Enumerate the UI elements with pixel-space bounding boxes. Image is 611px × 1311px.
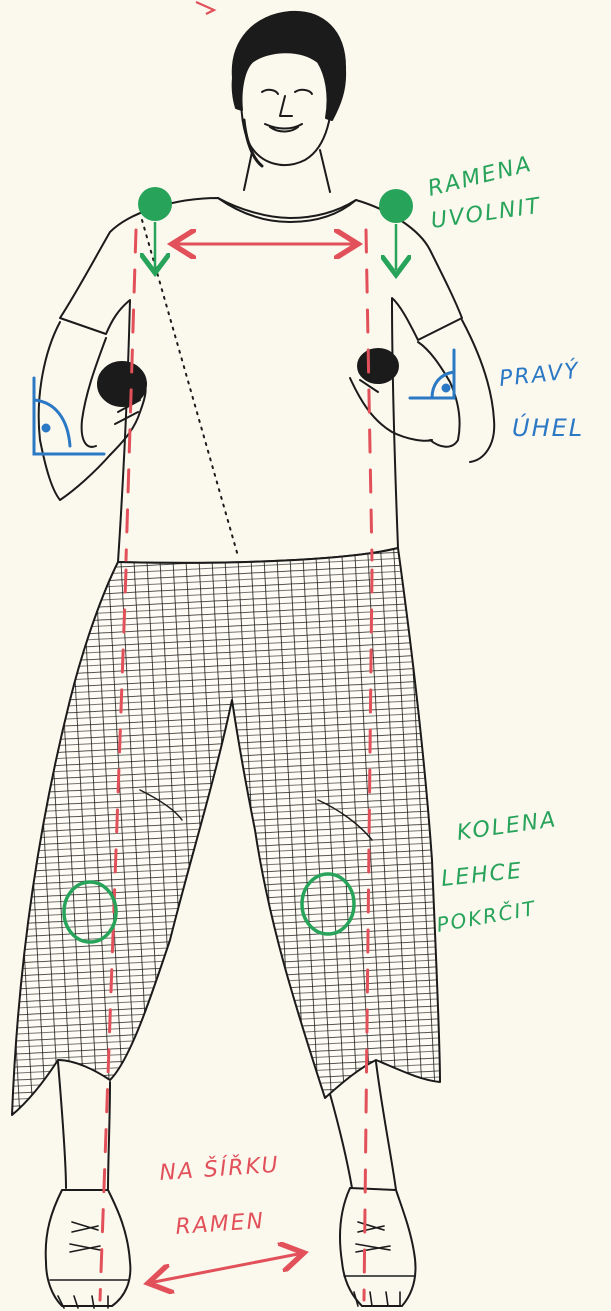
label-shoulders-line2: UVOLNIT xyxy=(429,194,543,234)
right-shoe xyxy=(340,1188,415,1306)
label-knees-line3: POKRČIT xyxy=(435,896,539,937)
left-eye xyxy=(262,90,278,94)
hair xyxy=(233,12,345,120)
top-red-arrow-fragment xyxy=(196,2,214,14)
right-shoe-laces xyxy=(356,1222,390,1252)
mouth xyxy=(265,124,302,132)
label-shoulders-line1: RAMENA xyxy=(425,152,535,202)
face xyxy=(241,62,332,165)
label-angle-line2: ÚHEL xyxy=(512,412,584,442)
left-shin xyxy=(58,1062,110,1190)
right-hand xyxy=(350,378,432,441)
dotted-diagonal xyxy=(142,220,238,556)
beard-shadow xyxy=(244,120,262,166)
label-knees-line2: LEHCE xyxy=(440,859,524,892)
right-ball xyxy=(358,349,398,383)
feet-width-arrow xyxy=(154,1254,298,1282)
label-angle-line1: PRAVÝ xyxy=(498,358,581,392)
nose xyxy=(280,96,292,116)
left-shoulder-dot xyxy=(138,187,172,221)
label-knees-line1: KOLENA xyxy=(455,807,558,846)
left-ball xyxy=(98,362,146,406)
right-shoe-sole xyxy=(344,1276,414,1306)
left-arm xyxy=(39,322,110,500)
right-angle-dot xyxy=(443,385,449,391)
right-shoulder-dot xyxy=(379,189,413,223)
label-feet-line1: NA ŠÍŘKU xyxy=(159,1152,281,1186)
left-shoe-laces xyxy=(70,1222,100,1252)
left-angle-dot xyxy=(43,425,49,431)
right-eye xyxy=(295,90,312,94)
neck xyxy=(244,150,330,192)
pants xyxy=(12,548,440,1115)
label-feet-line2: RAMEN xyxy=(175,1209,266,1240)
figure xyxy=(12,12,494,1308)
